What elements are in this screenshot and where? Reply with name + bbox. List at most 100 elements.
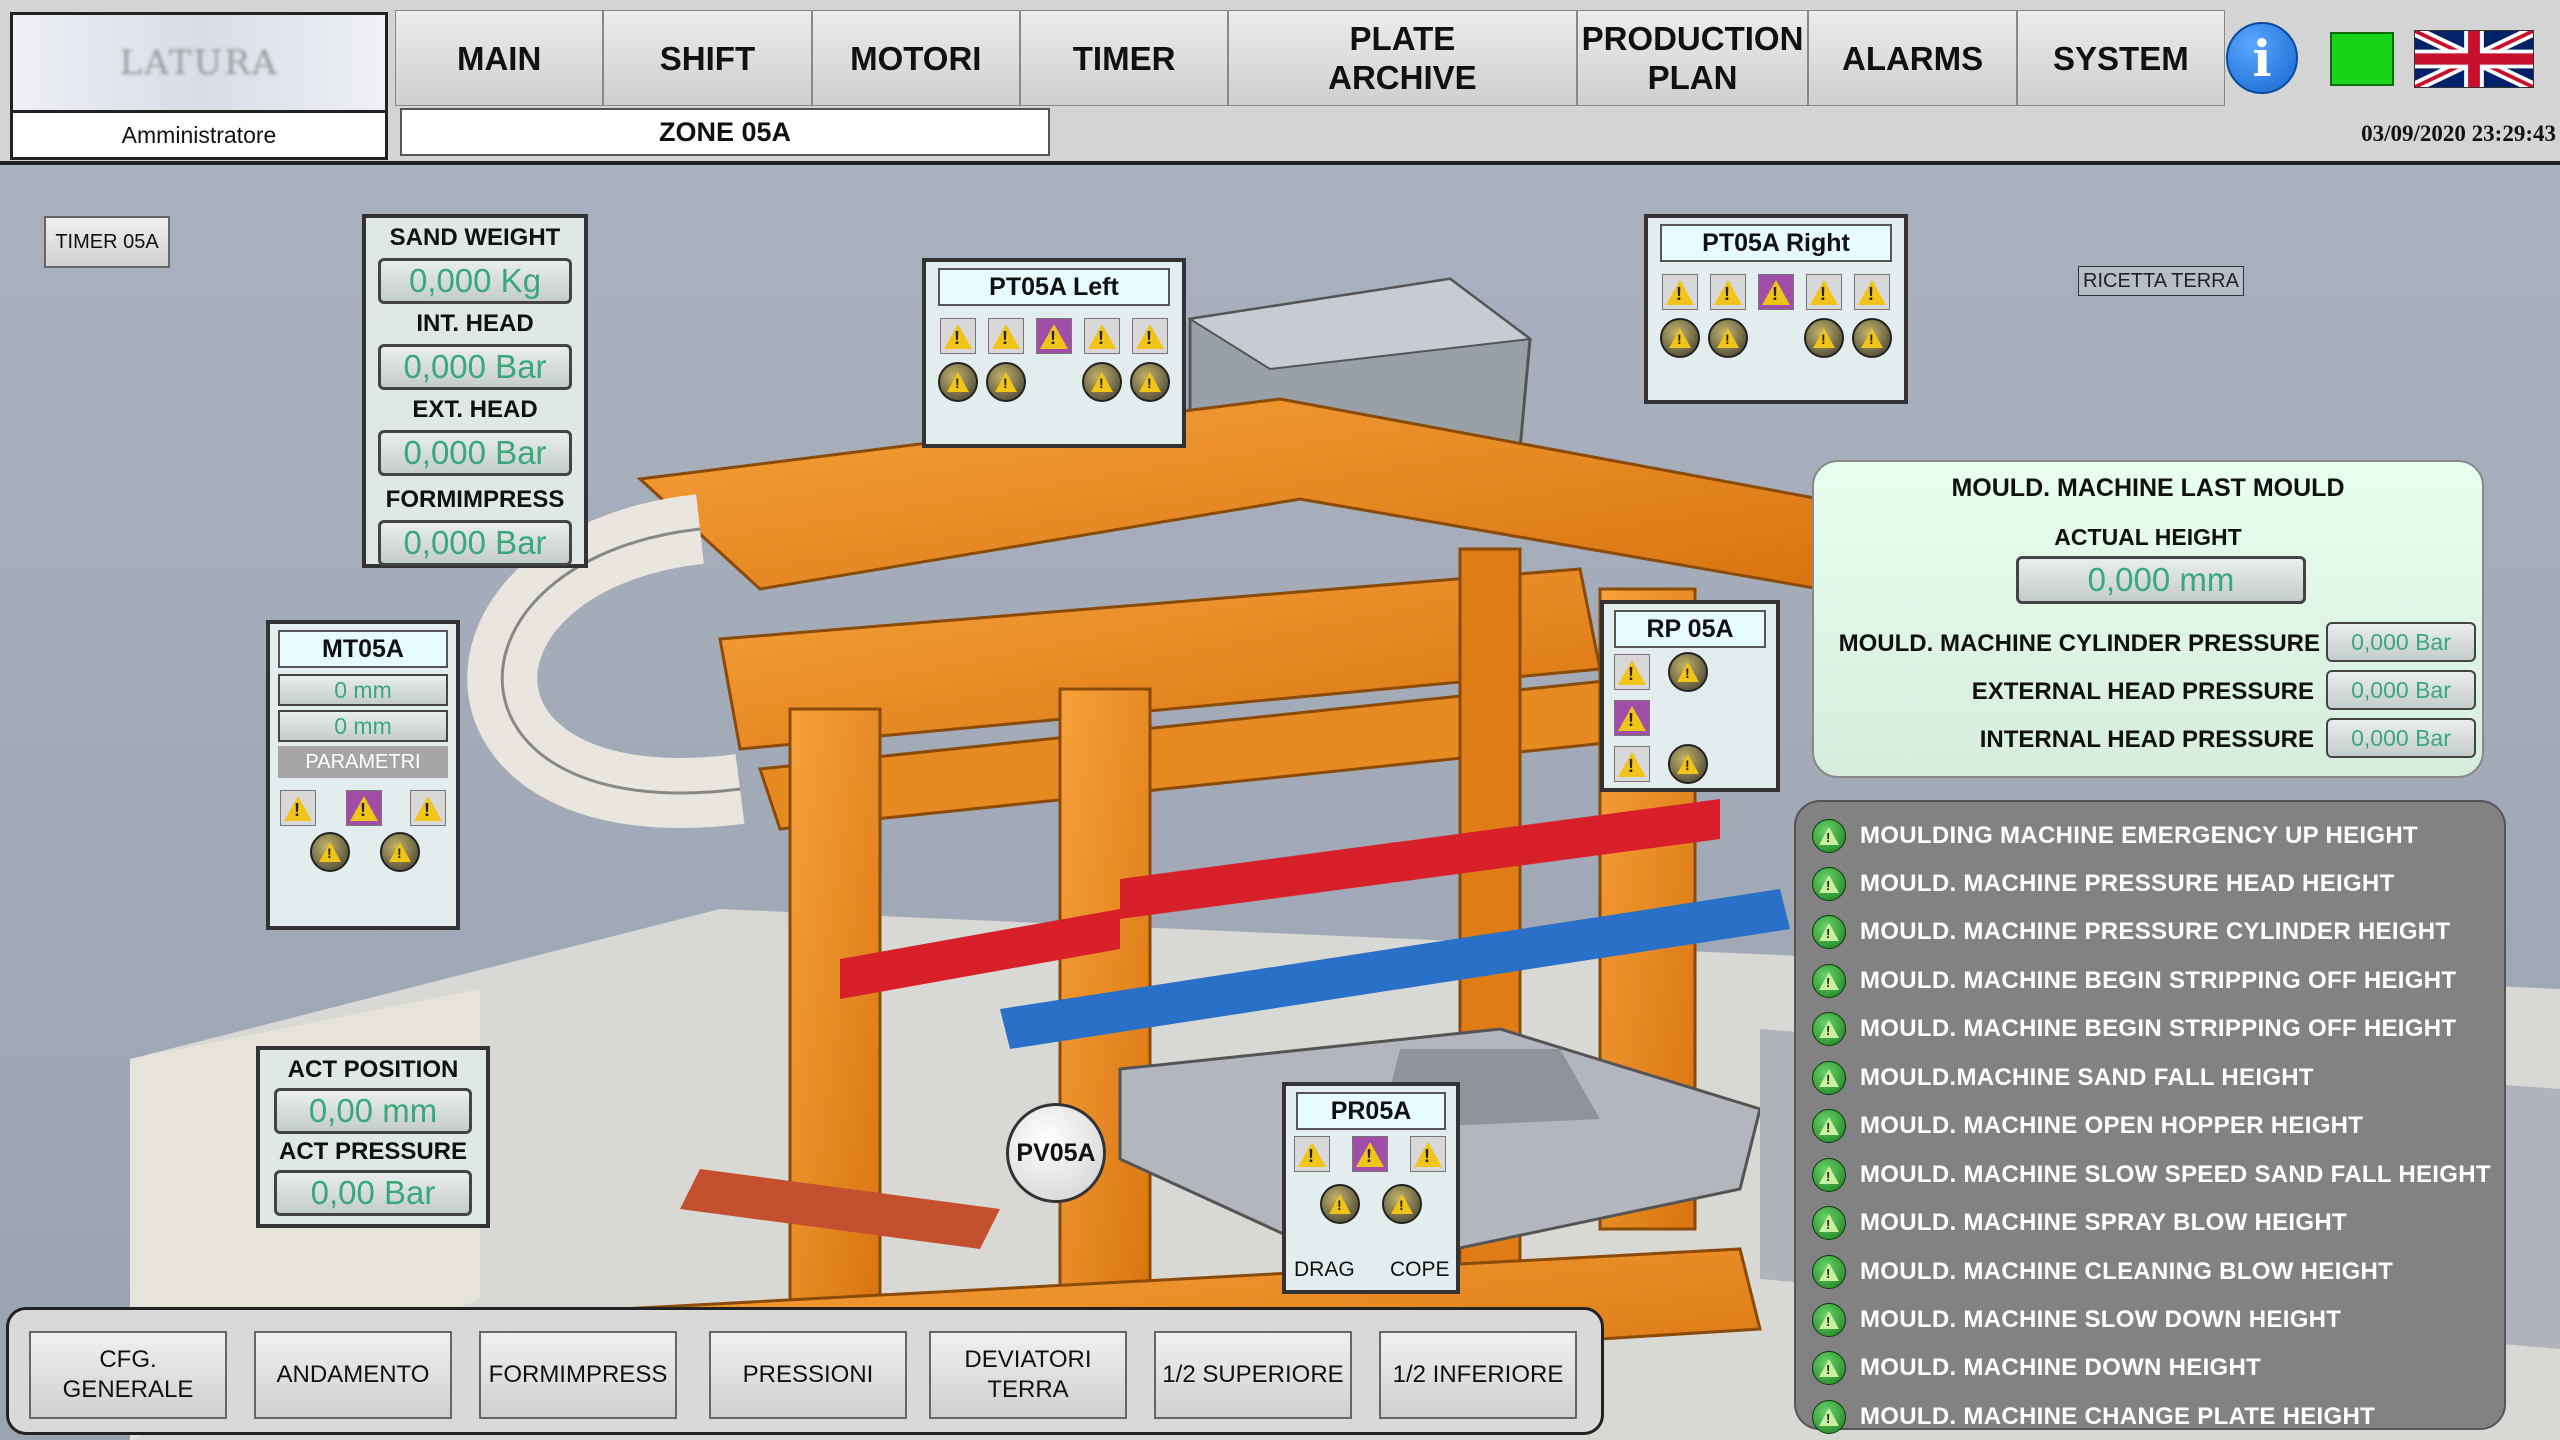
inferiore-button[interactable]: 1/2 INFERIORE <box>1379 1331 1577 1419</box>
warning-icon-active[interactable] <box>1352 1136 1388 1172</box>
height-status-icon <box>1812 1255 1846 1289</box>
height-status-icon <box>1812 819 1846 853</box>
nav-main[interactable]: MAIN <box>395 10 604 106</box>
alarm-indicator-icon[interactable] <box>1852 318 1892 358</box>
warning-icon[interactable] <box>1806 274 1842 310</box>
list-item-label: MOULD. MACHINE SLOW DOWN HEIGHT <box>1860 1306 2342 1333</box>
warning-icon[interactable] <box>1084 318 1120 354</box>
pressioni-button[interactable]: PRESSIONI <box>709 1331 907 1419</box>
ext-head-value: 0,000 Bar <box>378 430 572 476</box>
warning-icon-active[interactable] <box>1758 274 1794 310</box>
warning-icon[interactable] <box>1132 318 1168 354</box>
uk-flag-icon[interactable] <box>2414 30 2534 88</box>
list-item-label: MOULD. MACHINE OPEN HOPPER HEIGHT <box>1860 1112 2364 1139</box>
list-item[interactable]: MOULD. MACHINE PRESSURE CYLINDER HEIGHT <box>1812 910 2450 954</box>
list-item[interactable]: MOULD. MACHINE CLEANING BLOW HEIGHT <box>1812 1250 2393 1294</box>
int-head-value: 0,000 Bar <box>378 344 572 390</box>
list-item[interactable]: MOULD. MACHINE SLOW SPEED SAND FALL HEIG… <box>1812 1153 2491 1197</box>
pt05a-right-panel[interactable]: PT05A Right <box>1644 214 1908 404</box>
list-item[interactable]: MOULD. MACHINE CHANGE PLATE HEIGHT <box>1812 1395 2375 1439</box>
alarm-indicator-icon[interactable] <box>1660 318 1700 358</box>
pv05a-button[interactable]: PV05A <box>1006 1103 1106 1203</box>
warning-icon[interactable] <box>1294 1136 1330 1172</box>
nav-production-plan[interactable]: PRODUCTION PLAN <box>1576 10 1809 106</box>
actual-height-label: ACTUAL HEIGHT <box>2054 524 2242 550</box>
pt05a-left-title: PT05A Left <box>938 268 1170 306</box>
andamento-button[interactable]: ANDAMENTO <box>254 1331 452 1419</box>
warning-icon[interactable] <box>940 318 976 354</box>
alarm-indicator-icon[interactable] <box>938 362 978 402</box>
warning-icon-active[interactable] <box>1614 700 1650 736</box>
alarm-indicator-icon[interactable] <box>1382 1184 1422 1224</box>
mt05a-panel[interactable]: MT05A 0 mm 0 mm PARAMETRI <box>266 620 460 930</box>
act-pressure-label: ACT PRESSURE <box>278 1138 468 1165</box>
current-user[interactable]: Amministratore <box>10 110 388 160</box>
timer-05a-button[interactable]: TIMER 05A <box>44 216 170 268</box>
warning-icon[interactable] <box>1662 274 1698 310</box>
nav-timer[interactable]: TIMER <box>1019 10 1229 106</box>
nav-system[interactable]: SYSTEM <box>2016 10 2226 106</box>
cfg-generale-button[interactable]: CFG. GENERALE <box>29 1331 227 1419</box>
alarm-indicator-icon[interactable] <box>1320 1184 1360 1224</box>
nav-motori[interactable]: MOTORI <box>811 10 1020 106</box>
sand-weight-label: SAND WEIGHT <box>389 224 561 251</box>
list-item-label: MOULDING MACHINE EMERGENCY UP HEIGHT <box>1860 822 2418 849</box>
nav-shift[interactable]: SHIFT <box>603 10 812 106</box>
list-item[interactable]: MOULD. MACHINE OPEN HOPPER HEIGHT <box>1812 1104 2363 1148</box>
pr05a-panel[interactable]: PR05A DRAG COPE <box>1282 1082 1460 1294</box>
formimpress-button[interactable]: FORMIMPRESS <box>479 1331 677 1419</box>
ricetta-terra-link[interactable]: RICETTA TERRA <box>2078 266 2244 296</box>
warning-icon-active[interactable] <box>1036 318 1072 354</box>
list-item[interactable]: MOULD. MACHINE SPRAY BLOW HEIGHT <box>1812 1201 2347 1245</box>
warning-icon[interactable] <box>1614 746 1650 782</box>
warning-icon[interactable] <box>1854 274 1890 310</box>
warning-icon-active[interactable] <box>346 790 382 826</box>
mt05a-title: MT05A <box>278 630 448 668</box>
alarm-indicator-icon[interactable] <box>1804 318 1844 358</box>
height-status-icon <box>1812 1012 1846 1046</box>
alarm-indicator-icon[interactable] <box>986 362 1026 402</box>
list-item[interactable]: MOULD. MACHINE BEGIN STRIPPING OFF HEIGH… <box>1812 1007 2456 1051</box>
header-bar: LATURA Amministratore MAIN SHIFT MOTORI … <box>0 0 2560 165</box>
info-icon[interactable]: i <box>2226 22 2298 94</box>
act-position-panel: ACT POSITION 0,00 mm ACT PRESSURE 0,00 B… <box>256 1046 490 1228</box>
warning-icon[interactable] <box>280 790 316 826</box>
alarm-indicator-icon[interactable] <box>380 832 420 872</box>
alarm-indicator-icon[interactable] <box>1130 362 1170 402</box>
nav-plate-archive[interactable]: PLATE ARCHIVE <box>1228 10 1577 106</box>
alarm-indicator-icon[interactable] <box>1708 318 1748 358</box>
list-item[interactable]: MOULD. MACHINE SLOW DOWN HEIGHT <box>1812 1298 2341 1342</box>
warning-icon[interactable] <box>410 790 446 826</box>
warning-icon[interactable] <box>1410 1136 1446 1172</box>
list-item[interactable]: MOULD. MACHINE PRESSURE HEAD HEIGHT <box>1812 862 2395 906</box>
internal-head-pressure-value: 0,000 Bar <box>2326 718 2476 758</box>
list-item-label: MOULD.MACHINE SAND FALL HEIGHT <box>1860 1064 2314 1091</box>
warning-icon[interactable] <box>1614 654 1650 690</box>
list-item-label: MOULD. MACHINE PRESSURE CYLINDER HEIGHT <box>1860 918 2451 945</box>
height-status-icon <box>1812 1061 1846 1095</box>
parametri-button[interactable]: PARAMETRI <box>278 746 448 778</box>
internal-head-pressure-label: INTERNAL HEAD PRESSURE <box>1979 726 2314 753</box>
nav-alarms[interactable]: ALARMS <box>1808 10 2017 106</box>
list-item-label: MOULD. MACHINE DOWN HEIGHT <box>1860 1354 2262 1381</box>
warning-icon[interactable] <box>1710 274 1746 310</box>
alarm-indicator-icon[interactable] <box>1082 362 1122 402</box>
alarm-indicator-icon[interactable] <box>310 832 350 872</box>
deviatori-terra-button[interactable]: DEVIATORI TERRA <box>929 1331 1127 1419</box>
superiore-button[interactable]: 1/2 SUPERIORE <box>1154 1331 1352 1419</box>
rp05a-title: RP 05A <box>1614 610 1766 648</box>
height-status-icon <box>1812 964 1846 998</box>
list-item-label: MOULD. MACHINE CHANGE PLATE HEIGHT <box>1860 1403 2376 1430</box>
list-item[interactable]: MOULDING MACHINE EMERGENCY UP HEIGHT <box>1812 814 2418 858</box>
list-item[interactable]: MOULD. MACHINE BEGIN STRIPPING OFF HEIGH… <box>1812 959 2456 1003</box>
mt05a-value-1: 0 mm <box>278 674 448 706</box>
list-item-label: MOULD. MACHINE BEGIN STRIPPING OFF HEIGH… <box>1860 967 2457 994</box>
alarm-indicator-icon[interactable] <box>1668 652 1708 692</box>
alarm-indicator-icon[interactable] <box>1668 744 1708 784</box>
datetime-display: 03/09/2020 23:29:43 <box>2361 121 2556 146</box>
rp05a-panel[interactable]: RP 05A <box>1600 600 1780 792</box>
list-item[interactable]: MOULD.MACHINE SAND FALL HEIGHT <box>1812 1056 2314 1100</box>
list-item[interactable]: MOULD. MACHINE DOWN HEIGHT <box>1812 1346 2261 1390</box>
pt05a-left-panel[interactable]: PT05A Left <box>922 258 1186 448</box>
warning-icon[interactable] <box>988 318 1024 354</box>
